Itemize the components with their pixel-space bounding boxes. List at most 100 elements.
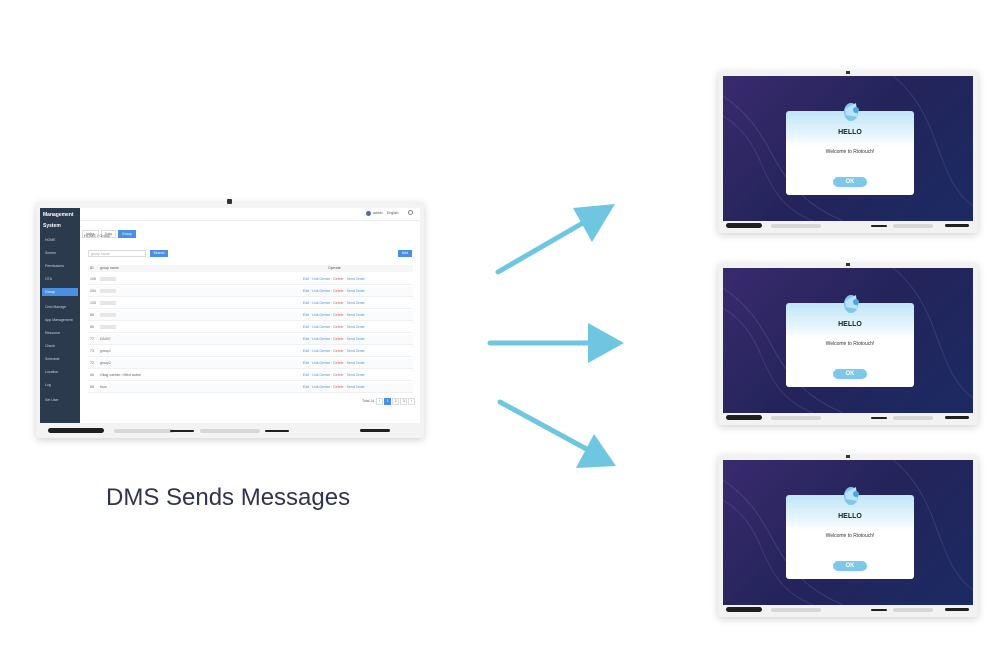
ok-button[interactable]: OK: [833, 177, 867, 187]
edit-link[interactable]: Edit: [303, 313, 310, 317]
link-device-link[interactable]: Link Device: [312, 361, 331, 365]
row-actions: Edit · Link Device · Delete · Send Order: [303, 373, 365, 377]
link-device-link[interactable]: Link Device: [312, 373, 331, 377]
display-bezel: [723, 414, 973, 422]
send-order-link[interactable]: Send Order: [346, 361, 365, 365]
tab-index[interactable]: Index: [82, 230, 99, 238]
sidebar-item-schedule[interactable]: Schedule: [45, 357, 60, 361]
arrow-down-right-icon: [497, 399, 616, 468]
sidebar-item-set-user[interactable]: Set User: [45, 398, 59, 402]
delete-link[interactable]: Delete: [333, 361, 344, 365]
edit-link[interactable]: Edit: [303, 325, 310, 329]
sidebar-item-screen[interactable]: Screen: [45, 251, 57, 255]
edit-link[interactable]: Edit: [303, 349, 310, 353]
send-order-link[interactable]: Send Order: [346, 325, 365, 329]
edit-link[interactable]: Edit: [303, 301, 310, 305]
row-actions: Edit · Link Device · Delete · Send Order: [303, 313, 365, 317]
breadcrumb: HOME / Group: [84, 233, 111, 238]
add-button[interactable]: Add: [398, 250, 412, 257]
dms-display-bezel: [40, 425, 420, 437]
display-camera: [846, 263, 850, 266]
send-order-link[interactable]: Send Order: [346, 337, 365, 341]
row-id: 86: [90, 313, 94, 317]
sidebar-item-home[interactable]: HOME: [45, 238, 56, 242]
delete-link[interactable]: Delete: [333, 325, 344, 329]
link-device-link[interactable]: Link Device: [312, 349, 331, 353]
sidebar-item-resource[interactable]: Resource: [45, 331, 60, 335]
delete-link[interactable]: Delete: [333, 313, 344, 317]
tab-group[interactable]: Group: [117, 230, 136, 238]
delete-link[interactable]: Delete: [333, 337, 344, 341]
arrow-right-icon: [487, 323, 624, 363]
search-input[interactable]: group name: [88, 250, 146, 257]
avatar[interactable]: [366, 211, 371, 216]
send-order-link[interactable]: Send Order: [346, 277, 365, 281]
pager-page[interactable]: 2: [392, 398, 400, 405]
settings-icon[interactable]: [408, 210, 413, 215]
pager-total: Total 14: [362, 399, 375, 403]
sidebar-item-cmd[interactable]: Cmd Manage: [45, 305, 67, 309]
send-order-link[interactable]: Send Order: [346, 301, 365, 305]
pager-prev[interactable]: ‹: [376, 398, 384, 405]
row-id: 73: [90, 349, 94, 353]
delete-link[interactable]: Delete: [333, 373, 344, 377]
delete-link[interactable]: Delete: [333, 301, 344, 305]
sidebar-item-location[interactable]: Location: [45, 370, 59, 374]
edit-link[interactable]: Edit: [303, 277, 310, 281]
row-id: 66: [90, 373, 94, 377]
row-actions: Edit · Link Device · Delete · Send Order: [303, 385, 365, 389]
edit-link[interactable]: Edit: [303, 385, 310, 389]
row-name: floor: [100, 385, 107, 389]
ok-button[interactable]: OK: [833, 369, 867, 379]
pager-page[interactable]: 3: [400, 398, 408, 405]
dms-screen: Management System HOME Screen Permission…: [40, 208, 420, 423]
bezel-speaker: [893, 416, 933, 420]
sidebar-item-ota[interactable]: OTA: [45, 277, 52, 281]
display-camera: [227, 199, 232, 204]
link-device-link[interactable]: Link Device: [312, 385, 331, 389]
search-button[interactable]: Search: [150, 250, 168, 257]
link-device-link[interactable]: Link Device: [312, 325, 331, 329]
edit-link[interactable]: Edit: [303, 289, 310, 293]
sidebar-item-permissions[interactable]: Permissions: [45, 264, 65, 268]
pager-next[interactable]: ›: [408, 398, 416, 405]
send-order-link[interactable]: Send Order: [346, 349, 365, 353]
bezel-buttons: [48, 428, 104, 433]
bezel-buttons: [726, 415, 762, 420]
dialog-title: HELLO: [838, 513, 862, 520]
table-header: ID group name Operate: [88, 265, 413, 272]
link-device-link[interactable]: Link Device: [312, 313, 331, 317]
bezel-indicator: [871, 609, 887, 611]
edit-link[interactable]: Edit: [303, 337, 310, 341]
edit-link[interactable]: Edit: [303, 373, 310, 377]
send-order-link[interactable]: Send Order: [346, 313, 365, 317]
sidebar-item-log[interactable]: Log: [45, 383, 51, 387]
delete-link[interactable]: Delete: [333, 349, 344, 353]
link-device-link[interactable]: Link Device: [312, 337, 331, 341]
edit-link[interactable]: Edit: [303, 361, 310, 365]
dialog-message: Welcome to Riotouch!: [825, 149, 875, 155]
tab-data[interactable]: Data: [100, 230, 116, 238]
sidebar-item-group[interactable]: Group: [42, 288, 78, 296]
pager-page[interactable]: 1: [384, 398, 392, 405]
delete-link[interactable]: Delete: [333, 385, 344, 389]
send-order-link[interactable]: Send Order: [346, 385, 365, 389]
dialog-message: Welcome to Riotouch!: [825, 533, 875, 539]
link-device-link[interactable]: Link Device: [312, 301, 331, 305]
link-device-link[interactable]: Link Device: [312, 289, 331, 293]
user-name[interactable]: admin: [373, 211, 383, 215]
delete-link[interactable]: Delete: [333, 289, 344, 293]
language-select[interactable]: English: [387, 211, 399, 215]
send-order-link[interactable]: Send Order: [346, 289, 365, 293]
sidebar-item-check[interactable]: Check: [45, 344, 55, 348]
table-row: 86 Edit · Link Device · Delete · Send Ord…: [88, 310, 413, 321]
send-order-link[interactable]: Send Order: [346, 373, 365, 377]
ok-button[interactable]: OK: [833, 561, 867, 571]
sidebar-item-app[interactable]: App Management: [45, 318, 73, 322]
link-device-link[interactable]: Link Device: [312, 277, 331, 281]
megaphone-icon: [844, 103, 859, 121]
row-id: 85: [90, 325, 94, 329]
delete-link[interactable]: Delete: [333, 277, 344, 281]
